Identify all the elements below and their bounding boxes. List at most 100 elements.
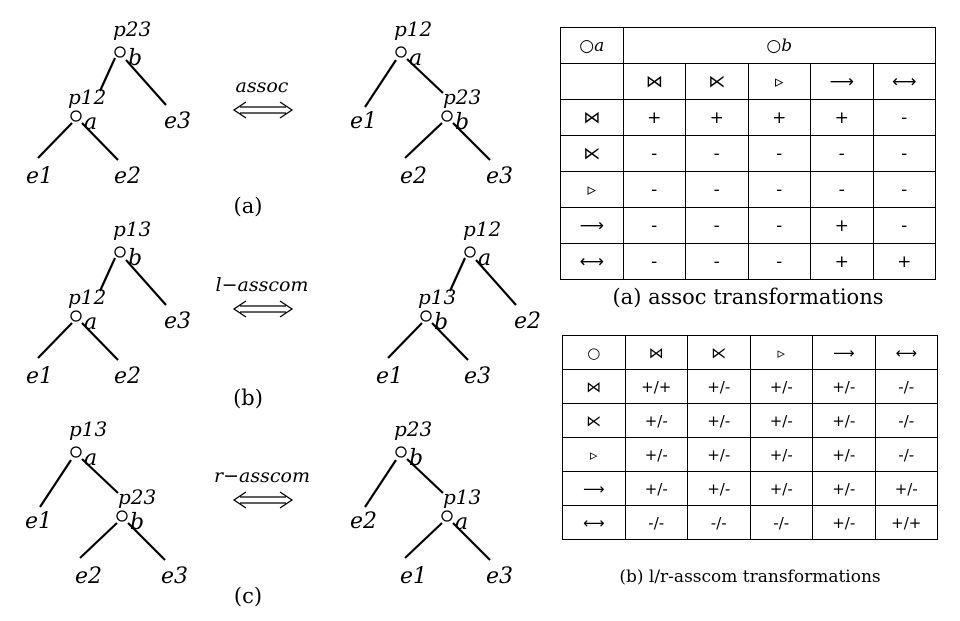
column-header: ⋈ bbox=[622, 63, 686, 100]
operator-node bbox=[441, 110, 453, 122]
column-header: ▹ bbox=[747, 63, 811, 100]
asscom-table: ○ ⋈ ⋉ ▹ ⟶ ⟷ ⋈+/++/-+/-+/--/-⋉+/-+/-+/-+/… bbox=[562, 335, 938, 540]
table-row: ⋉----- bbox=[560, 135, 936, 172]
tree-edge bbox=[39, 459, 72, 508]
tree-edge bbox=[98, 57, 117, 92]
assoc-table: ○a ○b ⋈ ⋉ ▹ ⟶ ⟷ ⋈++++-⋉-----▹-----⟶---+-… bbox=[560, 27, 936, 280]
corner-cell: ○ bbox=[562, 335, 626, 370]
table-row: ⟶---+- bbox=[560, 207, 936, 244]
table-cell: -/- bbox=[874, 437, 938, 472]
tree-edge bbox=[452, 122, 491, 161]
leaf-label: e2 bbox=[114, 364, 141, 389]
arrowhead-right-icon bbox=[279, 300, 294, 318]
table-cell: - bbox=[685, 171, 749, 208]
table-cell: - bbox=[872, 99, 936, 136]
table-cell: + bbox=[872, 243, 936, 280]
table-row: ▹+/-+/-+/-+/--/- bbox=[562, 437, 938, 472]
table-cell: +/- bbox=[812, 471, 876, 506]
table-cell: + bbox=[747, 99, 811, 136]
transformation-label: r−asscom bbox=[214, 465, 310, 487]
table-row: ⋉+/-+/-+/-+/--/- bbox=[562, 403, 938, 438]
leaf-label: e2 bbox=[400, 164, 427, 189]
predicate-label: p23 bbox=[443, 85, 481, 109]
tree-edge bbox=[404, 122, 443, 159]
operator-node bbox=[441, 510, 453, 522]
leaf-label: e2 bbox=[350, 509, 377, 534]
tree-edge bbox=[406, 58, 444, 94]
table-row: ⟷---++ bbox=[560, 243, 936, 280]
table-cell: - bbox=[747, 243, 811, 280]
table-row: ⋈++++- bbox=[560, 99, 936, 136]
table-cell: +/- bbox=[812, 505, 876, 540]
leaf-label: e1 bbox=[26, 164, 53, 189]
tree-edge bbox=[81, 322, 119, 361]
row-header: ⟶ bbox=[562, 471, 626, 506]
tree-edge bbox=[404, 522, 443, 559]
tree-edge bbox=[37, 322, 73, 359]
operator-node bbox=[464, 246, 476, 258]
tree-edge bbox=[125, 59, 167, 106]
table-cell: - bbox=[872, 171, 936, 208]
table-a-caption: (a) assoc transformations bbox=[612, 285, 884, 309]
tree-edge bbox=[37, 122, 73, 159]
transformation-label: assoc bbox=[236, 75, 289, 97]
arrowhead-right-icon bbox=[279, 491, 294, 509]
leaf-label: e3 bbox=[164, 109, 191, 134]
table-cell: +/- bbox=[749, 403, 813, 438]
predicate-label: p23 bbox=[394, 417, 432, 441]
leaf-label: e3 bbox=[486, 164, 513, 189]
row-header: ▹ bbox=[560, 171, 624, 208]
table-cell: +/- bbox=[812, 437, 876, 472]
predicate-label: p13 bbox=[418, 285, 456, 309]
arrowhead-right-icon bbox=[279, 101, 294, 119]
operator-node bbox=[70, 310, 82, 322]
tree-edge bbox=[81, 458, 119, 494]
tree-edge bbox=[448, 257, 467, 292]
predicate-label: p12 bbox=[463, 217, 501, 241]
column-header: ⟶ bbox=[812, 335, 876, 370]
table-cell: +/- bbox=[874, 471, 938, 506]
tree-edge bbox=[364, 59, 397, 108]
leaf-label: e2 bbox=[114, 164, 141, 189]
row-header: ▹ bbox=[562, 437, 626, 472]
table-cell: - bbox=[685, 207, 749, 244]
corner-cell: ○a bbox=[560, 27, 624, 64]
operator-node bbox=[114, 46, 126, 58]
table-cell: - bbox=[622, 207, 686, 244]
tree-edge bbox=[127, 522, 166, 561]
leaf-label: e3 bbox=[164, 309, 191, 334]
row-header: ⋉ bbox=[560, 135, 624, 172]
tree-edge bbox=[387, 322, 423, 359]
table-cell: +/- bbox=[687, 403, 751, 438]
operator-node bbox=[114, 246, 126, 258]
column-header: ⟷ bbox=[872, 63, 936, 100]
table-row: ⟷-/--/--/-+/-+/+ bbox=[562, 505, 938, 540]
tree-edge bbox=[81, 122, 119, 161]
table-cell: - bbox=[685, 135, 749, 172]
column-header: ⟷ bbox=[874, 335, 938, 370]
table-cell: +/- bbox=[749, 471, 813, 506]
tree-edge bbox=[406, 458, 444, 494]
operator-node bbox=[395, 446, 407, 458]
table-row: ⋈+/++/-+/-+/--/- bbox=[562, 369, 938, 404]
table-cell: +/- bbox=[687, 471, 751, 506]
table-cell: + bbox=[810, 207, 874, 244]
table-row: ▹----- bbox=[560, 171, 936, 208]
subfigure-label: (a) bbox=[234, 194, 263, 218]
column-header: ▹ bbox=[749, 335, 813, 370]
table-cell: - bbox=[872, 135, 936, 172]
table-cell: - bbox=[622, 135, 686, 172]
leaf-label: e3 bbox=[464, 364, 491, 389]
table-cell: - bbox=[747, 171, 811, 208]
leaf-label: e3 bbox=[161, 564, 188, 589]
subfigure-label: (b) bbox=[233, 386, 263, 410]
table-cell: +/- bbox=[687, 437, 751, 472]
table-cell: -/- bbox=[874, 403, 938, 438]
table-cell: + bbox=[685, 99, 749, 136]
predicate-label: p13 bbox=[443, 485, 481, 509]
predicate-label: p13 bbox=[113, 217, 151, 241]
row-header: ⋈ bbox=[560, 99, 624, 136]
leaf-label: e1 bbox=[26, 364, 53, 389]
leaf-label: e1 bbox=[400, 564, 427, 589]
